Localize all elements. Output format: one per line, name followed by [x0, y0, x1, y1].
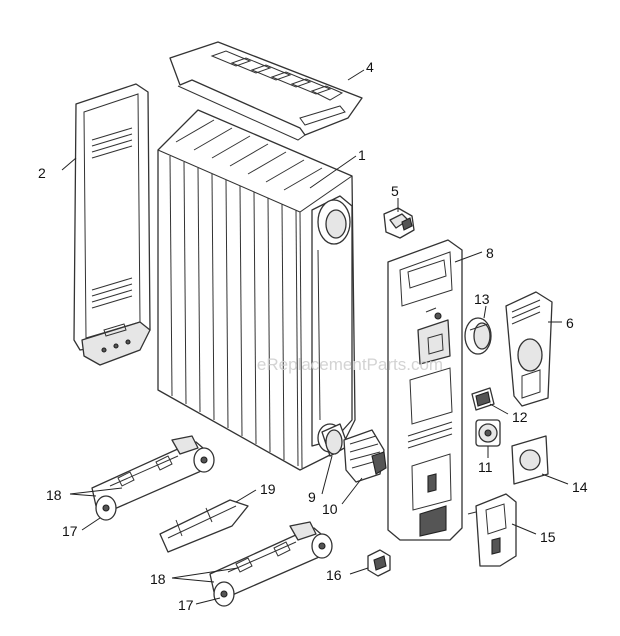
- callout-18-upper: 18: [46, 487, 62, 503]
- callout-16: 16: [326, 567, 342, 583]
- part-10-thermostat-probe: [343, 429, 387, 483]
- part-2-side-panel: [73, 83, 151, 366]
- part-8-control-panel: [387, 239, 463, 541]
- callout-18-lower: 18: [150, 571, 166, 587]
- callout-2: 2: [38, 165, 46, 181]
- callout-19: 19: [260, 481, 276, 497]
- part-19-bracket: [159, 499, 249, 553]
- callout-5: 5: [391, 183, 399, 199]
- callout-14: 14: [572, 479, 588, 495]
- part-11-thermostat-dial: [475, 419, 501, 447]
- part-17-caster-lower: [213, 533, 333, 607]
- part-14-bezel: [511, 435, 549, 485]
- part-4-top-grille: [169, 41, 363, 141]
- callout-8: 8: [486, 245, 494, 261]
- watermark: eReplacementParts.com: [257, 355, 443, 374]
- callout-labels: 1 2 4 5 6 8 9 10 11 12 13 14 15 16 17 17…: [38, 59, 588, 613]
- part-16-connector: [367, 549, 391, 577]
- part-15-lower-cover: [467, 493, 517, 567]
- callout-15: 15: [540, 529, 556, 545]
- callout-10: 10: [322, 501, 338, 517]
- part-1-radiator-body: [157, 109, 356, 471]
- part-6-front-cover: [505, 291, 553, 407]
- callout-12: 12: [512, 409, 528, 425]
- callout-17-lower: 17: [178, 597, 194, 613]
- callout-4: 4: [366, 59, 374, 75]
- callout-17-upper: 17: [62, 523, 78, 539]
- callout-9: 9: [308, 489, 316, 505]
- callout-1: 1: [358, 147, 366, 163]
- callout-11: 11: [478, 459, 493, 475]
- part-17-caster-upper: [95, 447, 215, 521]
- callout-6: 6: [566, 315, 574, 331]
- callout-13: 13: [474, 291, 490, 307]
- leader-lines: [61, 69, 569, 605]
- part-5-clip: [383, 207, 415, 239]
- part-12-switch: [471, 387, 495, 411]
- part-13-knob: [464, 317, 492, 355]
